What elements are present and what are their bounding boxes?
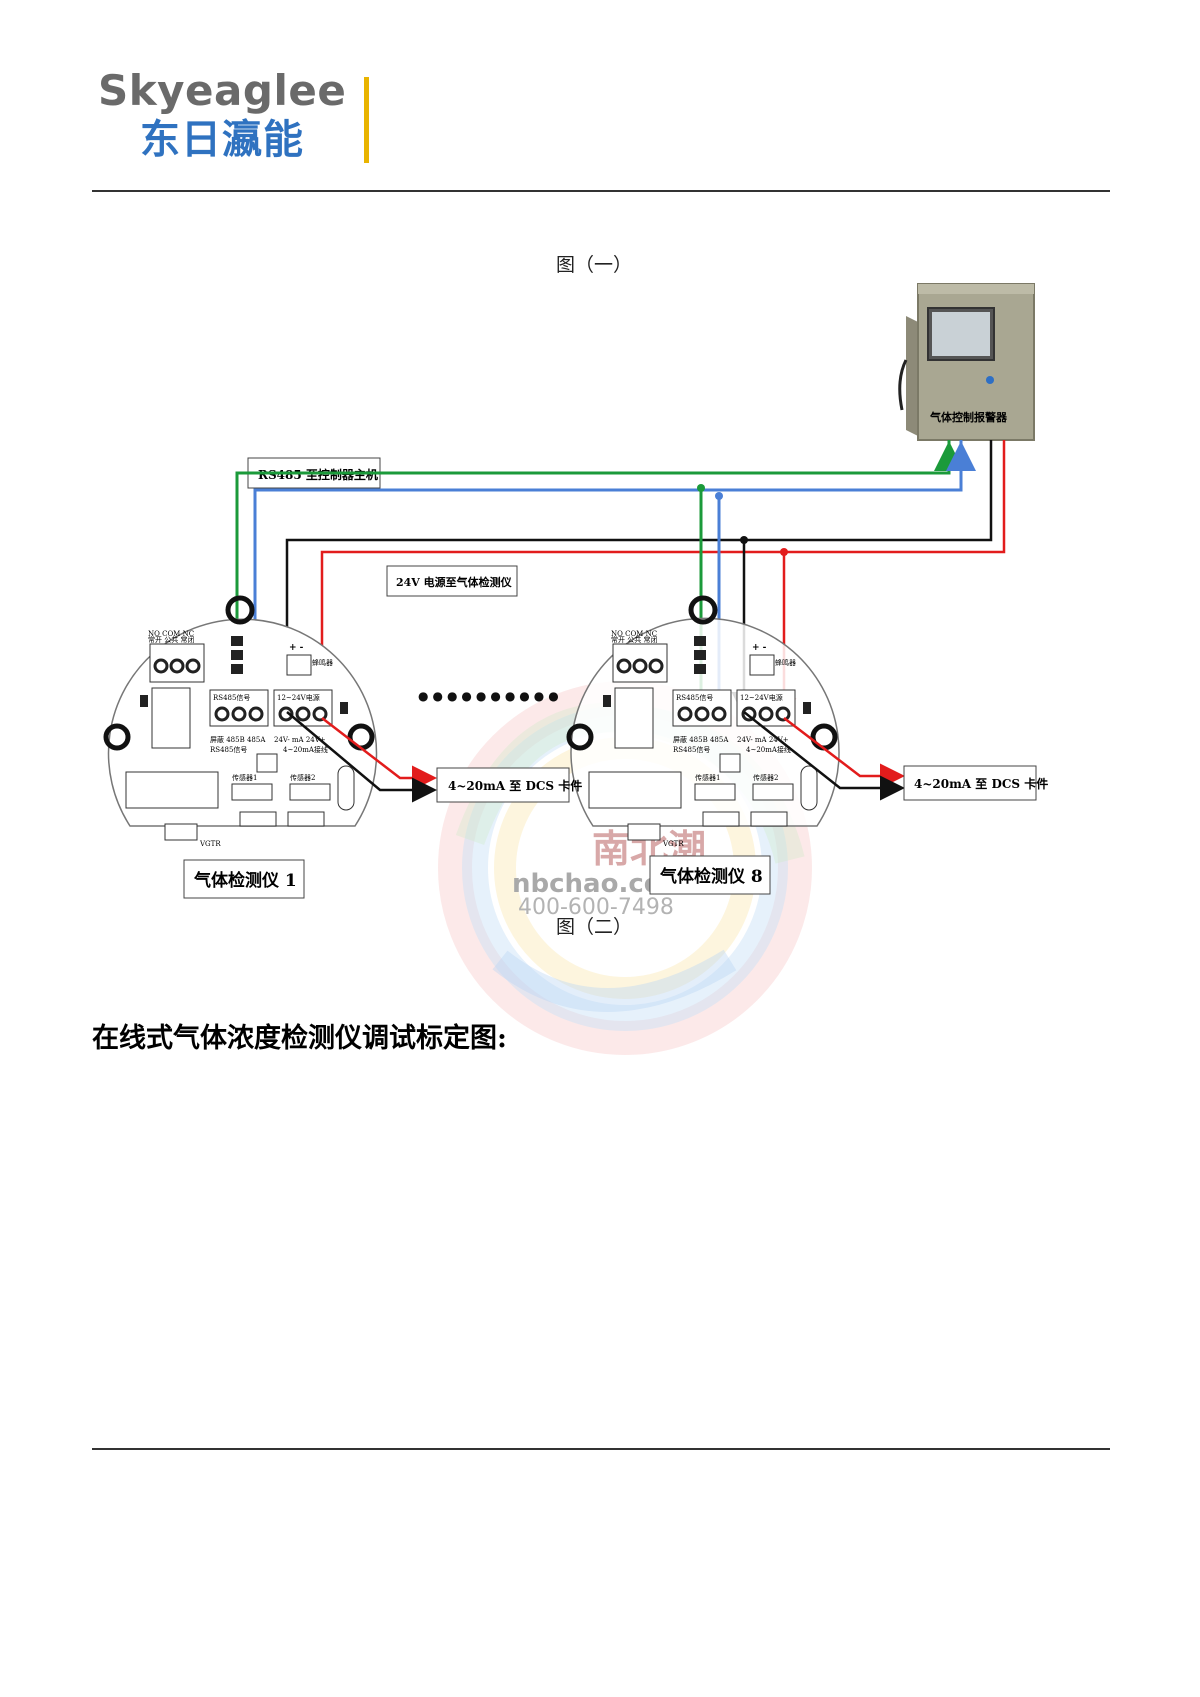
logo-accent-bar (364, 77, 369, 163)
detector-board-1 (103, 595, 378, 841)
board1-pins-rs485: 屏蔽 485B 485A (210, 735, 266, 744)
wire-black-dcs-8 (743, 711, 905, 801)
board8-rs485-sub: RS485信号 (673, 745, 710, 754)
board8-plus-minus: + - (752, 643, 767, 653)
wire-red-24v-plus (309, 440, 1006, 723)
detector-board-8 (566, 595, 840, 841)
board1-rs485-block: RS485信号 (213, 693, 250, 702)
board8-rs485-block: RS485信号 (676, 693, 713, 702)
footer-rule (92, 1448, 1110, 1450)
board1-ma-sub: 4~20mA接线 (283, 745, 328, 754)
detector-8-label: 气体检测仪 8 (659, 866, 763, 887)
detector-8-box (649, 855, 771, 895)
board8-relay-cn: 常开 公共 常闭 (611, 635, 657, 644)
board1-plus-minus: + - (289, 643, 304, 653)
board1-pins-power: 24V- mA 24V+ (274, 736, 326, 744)
logo-chinese-text: 东日瀛能 (140, 117, 304, 163)
wire-black-dcs-1 (286, 711, 437, 803)
figure-1-caption: 图（一） (556, 254, 633, 276)
gas-controller-cabinet (898, 283, 1035, 441)
board1-relay-top: NO COM NC (148, 630, 194, 638)
board8-sensor2: 传感器2 (753, 773, 778, 782)
board1-vgtr: VGTR (199, 840, 221, 848)
board1-sensor2: 传感器2 (290, 773, 315, 782)
board8-vgtr: VGTR (662, 840, 684, 848)
ellipsis-dots: ●●●●●●●●●● (418, 689, 563, 703)
dcs-label-2: 4~20mA 至 DCS 卡件 (914, 776, 1048, 791)
section-heading: 在线式气体浓度检测仪调试标定图: (92, 1023, 507, 1054)
junction-red (780, 548, 788, 556)
board8-pins-power: 24V- mA 24V+ (737, 736, 789, 744)
dcs-box-1 (436, 767, 570, 803)
board1-rs485-sub: RS485信号 (210, 745, 247, 754)
board1-buzzer: 蜂鸣器 (312, 658, 333, 667)
board8-ma-sub: 4~20mA接线 (746, 745, 791, 754)
junction-black (740, 536, 748, 544)
logo-english-text: Skyeaglee (98, 66, 347, 115)
power-label: 24V 电源至气体检测仪 (396, 575, 513, 589)
board1-power-block: 12~24V电源 (277, 693, 320, 702)
power-label-box (386, 565, 518, 597)
board8-pins-rs485: 屏蔽 485B 485A (673, 735, 729, 744)
board1-sensor1: 传感器1 (232, 773, 257, 782)
figure-2-caption: 图（二） (556, 916, 633, 938)
dcs-box-8 (903, 765, 1037, 801)
dcs-label-1: 4~20mA 至 DCS 卡件 (448, 778, 582, 793)
board1-relay-cn: 常开 公共 常闭 (148, 635, 194, 644)
detector-1-label: 气体检测仪 1 (193, 870, 297, 891)
detector-1-box (183, 859, 305, 899)
wire-black-24v-minus (274, 440, 993, 717)
company-logo: Skyeaglee 东日瀛能 (98, 70, 378, 170)
junction-green (697, 484, 705, 492)
watermark-phone: 400-600-7498 (518, 895, 674, 920)
board8-relay-top: NO COM NC (611, 630, 657, 638)
header-rule (92, 190, 1110, 192)
board8-sensor1: 传感器1 (695, 773, 720, 782)
junction-blue (715, 492, 723, 500)
controller-label: 气体控制报警器 (929, 410, 1008, 424)
board8-power-block: 12~24V电源 (740, 693, 783, 702)
board8-buzzer: 蜂鸣器 (775, 658, 796, 667)
